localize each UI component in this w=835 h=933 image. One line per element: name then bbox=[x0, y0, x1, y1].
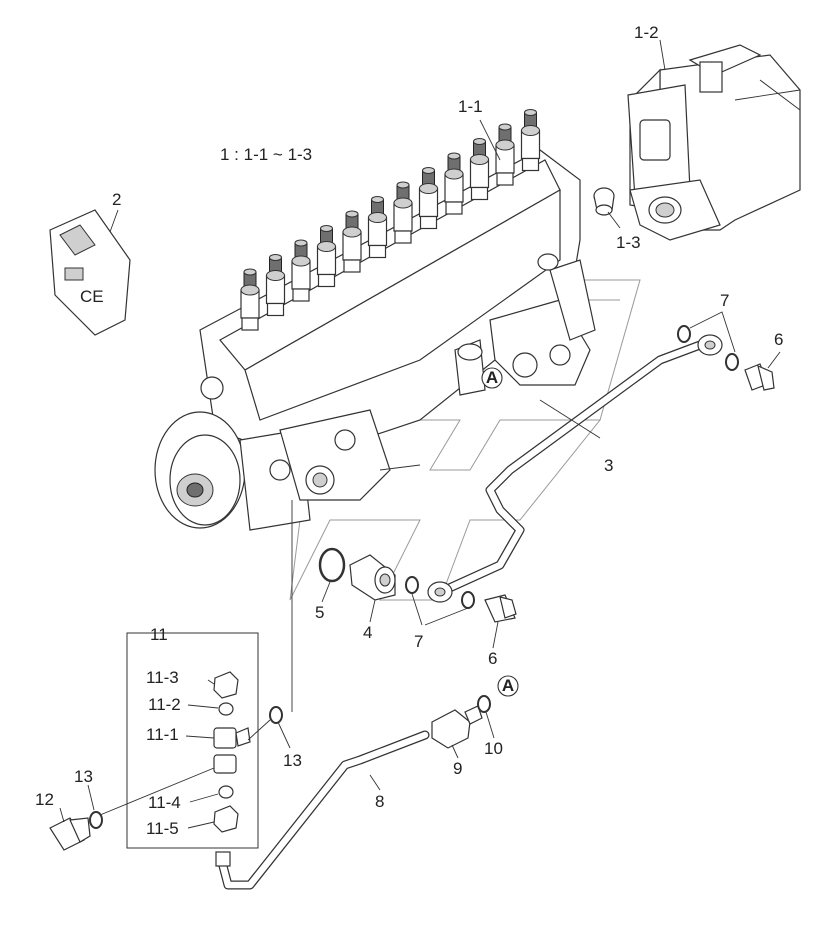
label-4: 4 bbox=[363, 623, 372, 642]
label-7-lower: 7 bbox=[414, 632, 423, 651]
label-11-5: 11-5 bbox=[146, 819, 179, 838]
part-1-3-plug bbox=[593, 187, 615, 216]
label-3: 3 bbox=[604, 456, 613, 475]
label-1-2: 1-2 bbox=[634, 23, 659, 42]
svg-text:A: A bbox=[502, 676, 514, 695]
part-10-washer bbox=[477, 695, 491, 713]
delivery-valve bbox=[342, 210, 362, 273]
delivery-valve bbox=[393, 181, 413, 244]
label-6-upper: 6 bbox=[774, 330, 783, 349]
callout-a-lower: A bbox=[497, 675, 519, 697]
part-12-banjo-bolt bbox=[49, 817, 91, 851]
part-5-washer bbox=[318, 547, 346, 583]
label-9: 9 bbox=[453, 759, 462, 778]
part-7-washers-upper bbox=[677, 311, 739, 371]
legend-text: 1 : 1-1 ~ 1-3 bbox=[220, 145, 312, 164]
part-labels: 1 : 1-1 ~ 1-3 1-1 1-2 1-3 2 3 4 5 6 6 7 … bbox=[35, 23, 783, 838]
part-6-banjo-bolt-upper bbox=[744, 363, 775, 391]
delivery-valve bbox=[240, 268, 260, 331]
part-13-washers bbox=[89, 706, 283, 829]
label-13-left: 13 bbox=[74, 767, 93, 786]
part-1-1-injection-pump bbox=[154, 109, 596, 531]
delivery-valve bbox=[265, 254, 286, 317]
label-13-right: 13 bbox=[283, 751, 302, 770]
leader-11-1-to-13 bbox=[247, 719, 271, 741]
label-10: 10 bbox=[484, 739, 503, 758]
part-2-electronic-module: CE bbox=[49, 209, 131, 336]
part-8-fuel-pipe bbox=[215, 730, 430, 890]
delivery-valve bbox=[495, 123, 515, 186]
label-1-1: 1-1 bbox=[458, 97, 483, 116]
part-11-fittings bbox=[213, 671, 251, 833]
label-2: 2 bbox=[112, 190, 121, 209]
label-7-upper: 7 bbox=[720, 291, 729, 310]
delivery-valve bbox=[520, 109, 541, 172]
delivery-valve bbox=[316, 225, 337, 288]
label-11-4: 11-4 bbox=[148, 793, 181, 812]
label-11-1: 11-1 bbox=[146, 725, 179, 744]
delivery-valve bbox=[444, 152, 464, 215]
delivery-valve bbox=[291, 239, 311, 302]
label-1-3: 1-3 bbox=[616, 233, 641, 252]
delivery-valve bbox=[469, 138, 490, 201]
part-7-washers-lower bbox=[405, 576, 475, 626]
part-4-fitting bbox=[349, 554, 396, 601]
delivery-valve bbox=[367, 196, 388, 259]
callout-a-pump: A bbox=[481, 367, 503, 389]
label-11-3: 11-3 bbox=[146, 668, 179, 687]
ce-mark: CE bbox=[80, 287, 104, 306]
part-1-2-governor-housing bbox=[627, 44, 801, 241]
label-12: 12 bbox=[35, 790, 54, 809]
part-6-banjo-bolt-lower bbox=[484, 594, 517, 623]
svg-text:A: A bbox=[486, 368, 498, 387]
delivery-valve-row bbox=[240, 109, 541, 331]
part-3-fuel-pipe bbox=[427, 334, 723, 603]
label-6-lower: 6 bbox=[488, 649, 497, 668]
delivery-valve bbox=[418, 167, 439, 230]
label-11-2: 11-2 bbox=[148, 695, 181, 714]
part-11-group-box bbox=[126, 632, 259, 849]
label-11: 11 bbox=[150, 625, 168, 644]
label-8: 8 bbox=[375, 792, 384, 811]
leader-13-to-11 bbox=[99, 767, 215, 816]
part-9-fitting bbox=[431, 705, 483, 749]
label-leaders bbox=[59, 39, 781, 829]
label-5: 5 bbox=[315, 603, 324, 622]
